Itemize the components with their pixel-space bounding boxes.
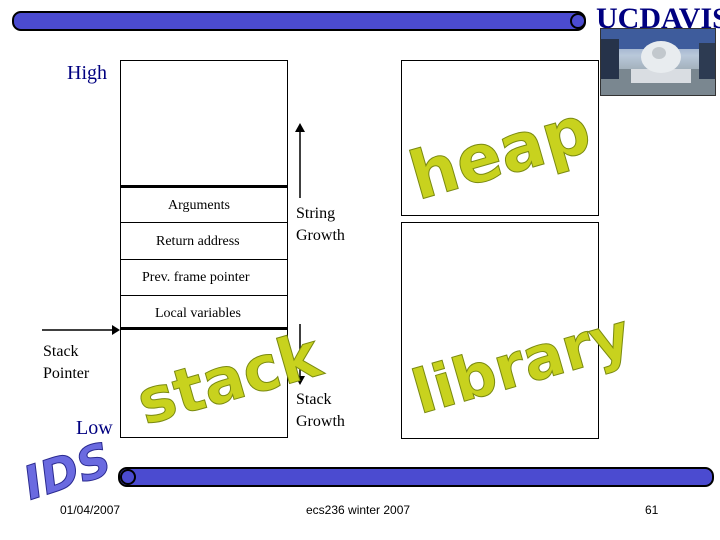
heap-region-box <box>401 60 599 216</box>
string-growth-line1: String <box>296 205 336 222</box>
bottom-rule-bar-end <box>120 469 136 485</box>
return-address-divider <box>120 222 288 223</box>
low-label: Low <box>76 417 113 439</box>
local-variables-label: Local variables <box>155 306 241 321</box>
stack-wordart: stack <box>129 317 330 439</box>
stack-memory-box <box>120 60 288 438</box>
arguments-label: Arguments <box>168 198 230 213</box>
prev-frame-bottom-divider <box>120 295 288 296</box>
stack-growth-label: Stack Growth <box>296 389 345 433</box>
local-vars-bottom-line <box>120 327 288 330</box>
stack-growth-line1: Stack <box>296 391 332 408</box>
stack-pointer-line1: Stack <box>43 343 79 360</box>
top-rule-bar-end <box>570 13 586 29</box>
stack-pointer-label: Stack Pointer <box>43 341 89 385</box>
library-region-box <box>401 222 599 439</box>
ids-watermark: IDS <box>17 432 118 511</box>
frame-top-line <box>120 185 288 188</box>
footer-date: 01/04/2007 <box>60 503 121 517</box>
bottom-rule-bar <box>118 467 714 487</box>
heap-wordart: heap <box>401 91 599 216</box>
high-label: High <box>67 62 107 84</box>
string-growth-line2: Growth <box>296 227 345 244</box>
stack-pointer-arrow <box>42 325 120 335</box>
stack-growth-arrow <box>295 324 305 385</box>
campus-photo <box>600 28 716 96</box>
prev-frame-pointer-label: Prev. frame pointer <box>142 270 250 285</box>
footer-page-number: 61 <box>645 503 659 517</box>
return-address-label: Return address <box>156 234 240 249</box>
prev-frame-top-divider <box>120 259 288 260</box>
stack-growth-line2: Growth <box>296 413 345 430</box>
string-growth-arrow <box>295 123 305 198</box>
stack-pointer-line2: Pointer <box>43 365 90 382</box>
footer-course: ecs236 winter 2007 <box>306 503 411 517</box>
string-growth-label: String Growth <box>296 203 345 247</box>
library-wordart: library <box>405 300 639 429</box>
